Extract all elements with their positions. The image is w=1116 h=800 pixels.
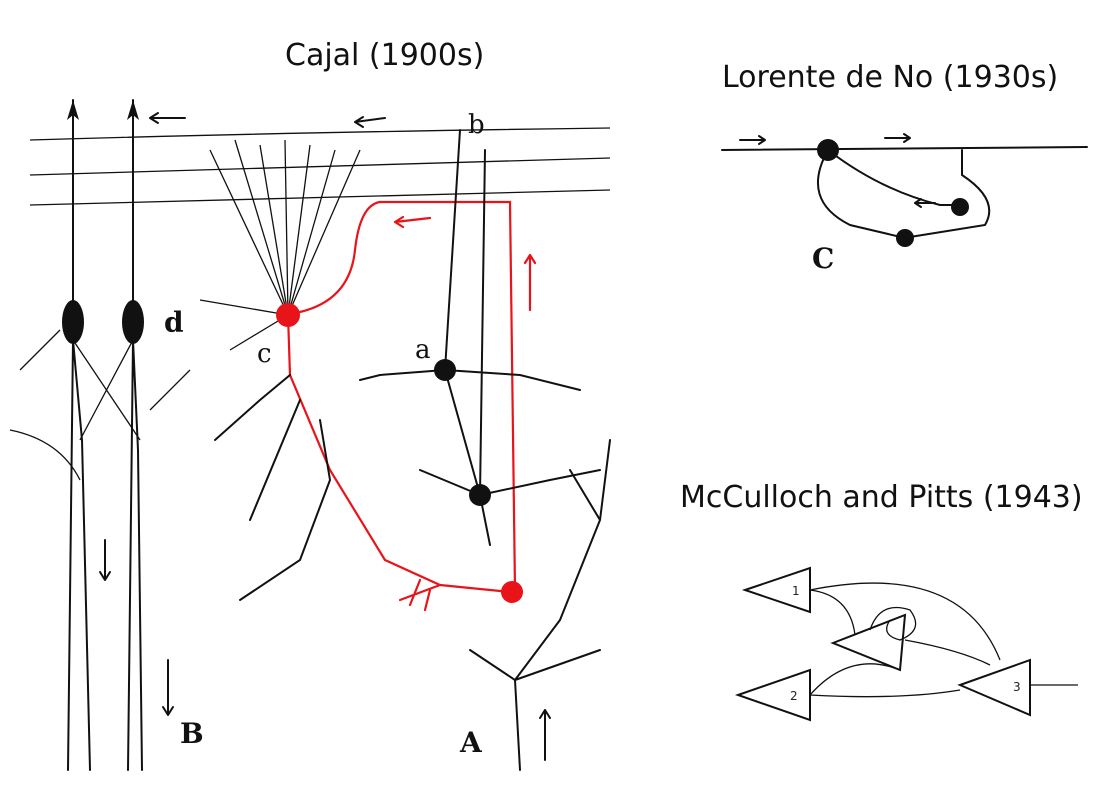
neuron-1 [741,566,811,614]
label-B: B [180,717,204,750]
lorente-title: Lorente de No (1930s) [722,60,1059,95]
arrow-icons [99,112,551,761]
label-b: b [468,110,485,140]
pyramidal-cells-d [9,99,191,771]
cortical-layer-lines [29,127,611,206]
label-d: d [164,306,184,339]
label-C: C [812,242,834,275]
label-A: A [459,726,483,759]
label-1: 1 [792,584,800,598]
cajal-drawing: b d c a B A [9,99,611,771]
neuron-3 [957,658,1031,717]
label-3: 3 [1013,680,1021,694]
neuron-2 [734,668,811,722]
label-c: c [257,339,272,369]
mcculloch-title: McCulloch and Pitts (1943) [680,480,1083,515]
label-a: a [415,335,431,365]
lorente-drawing: C [721,133,1088,275]
cell-c-red [199,139,523,612]
cell-a-black [214,129,611,771]
label-2: 2 [790,689,798,703]
cajal-title: Cajal (1900s) [285,38,485,73]
neuron-left-mid [830,613,907,672]
mcculloch-drawing: 1 2 3 [734,566,1078,722]
